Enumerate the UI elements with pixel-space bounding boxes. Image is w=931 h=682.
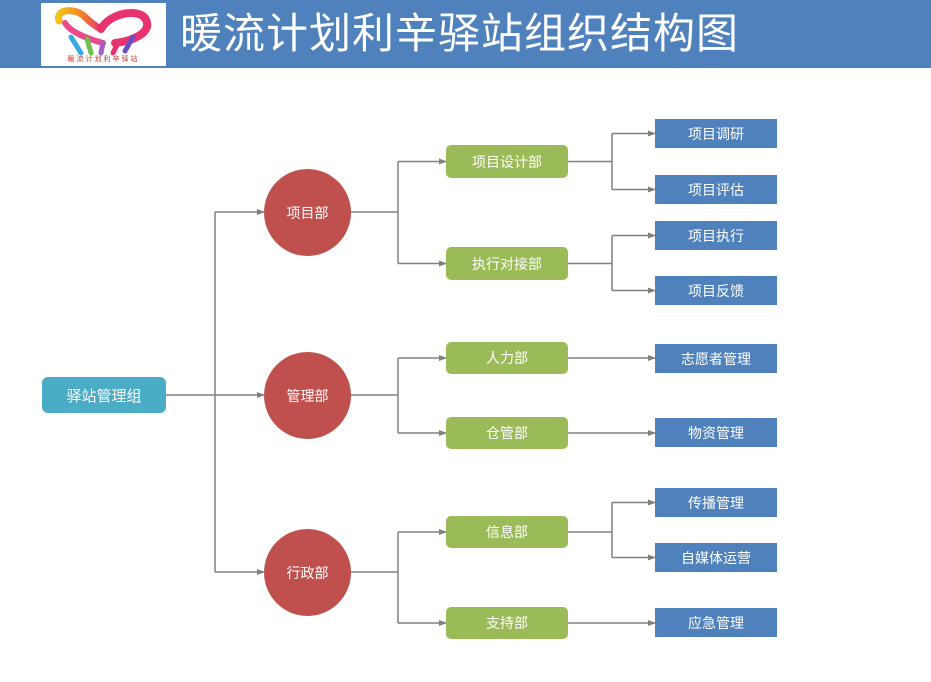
sub-department-node[interactable]: 仓管部 [446, 417, 568, 449]
function-node[interactable]: 应急管理 [655, 608, 777, 637]
function-node[interactable]: 志愿者管理 [655, 344, 777, 373]
function-node[interactable]: 项目执行 [655, 221, 777, 250]
logo: 暖流计划利辛驿站 [41, 3, 166, 66]
header-bar: 暖流计划利辛驿站 暖流计划利辛驿站组织结构图 [0, 0, 931, 68]
function-node[interactable]: 项目调研 [655, 119, 777, 148]
sub-department-node[interactable]: 支持部 [446, 607, 568, 639]
page-title: 暖流计划利辛驿站组织结构图 [180, 9, 740, 58]
department-node[interactable]: 项目部 [264, 169, 351, 256]
sub-department-node[interactable]: 人力部 [446, 342, 568, 374]
department-node[interactable]: 行政部 [264, 529, 351, 616]
sub-department-node[interactable]: 执行对接部 [446, 247, 568, 280]
root-node[interactable]: 驿站管理组 [42, 377, 166, 413]
function-node[interactable]: 项目评估 [655, 175, 777, 204]
sub-department-node[interactable]: 信息部 [446, 516, 568, 548]
function-node[interactable]: 物资管理 [655, 418, 777, 447]
logo-caption: 暖流计划利辛驿站 [67, 55, 140, 63]
department-node[interactable]: 管理部 [264, 352, 351, 439]
function-node[interactable]: 传播管理 [655, 488, 777, 517]
function-node[interactable]: 项目反馈 [655, 276, 777, 305]
heart-logo-icon [55, 7, 152, 56]
sub-department-node[interactable]: 项目设计部 [446, 145, 568, 178]
function-node[interactable]: 自媒体运营 [655, 543, 777, 572]
